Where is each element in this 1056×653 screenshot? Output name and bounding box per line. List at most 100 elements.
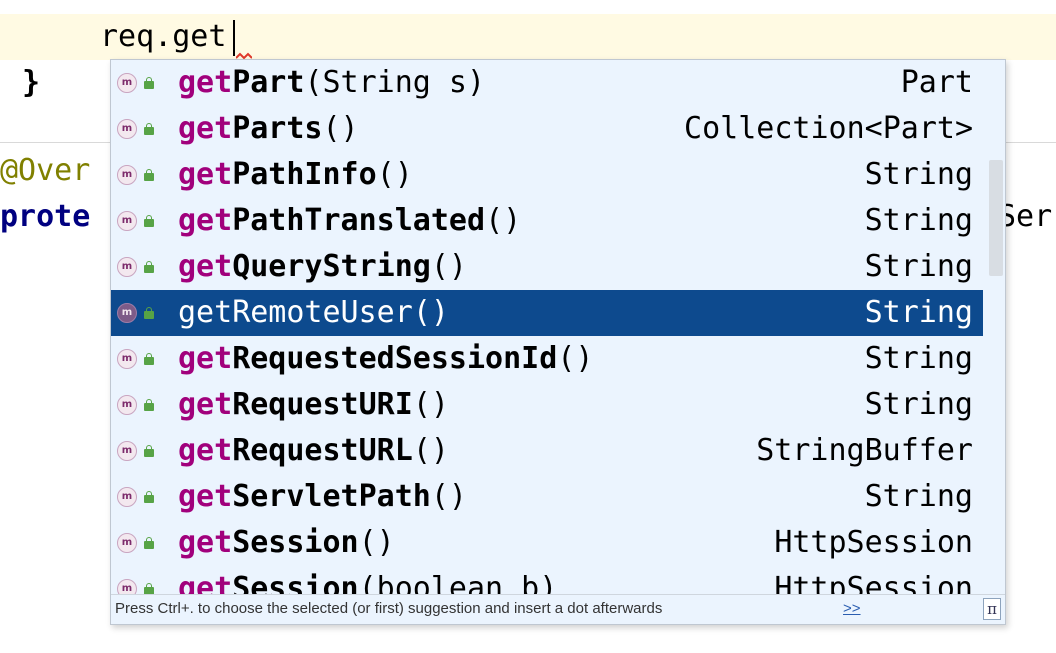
method-icon: m	[117, 395, 137, 415]
method-icon: m	[117, 441, 137, 461]
method-params: ()	[485, 203, 522, 238]
method-icon: m	[117, 349, 137, 369]
method-icon: m	[117, 165, 137, 185]
public-lock-icon	[144, 215, 154, 227]
method-params: ()	[412, 433, 449, 468]
completion-item-name: getRemoteUser()	[178, 290, 449, 336]
completion-item[interactable]: m getRequestURI() String	[111, 382, 983, 428]
method-name-rest: Part	[232, 65, 305, 100]
return-type: String	[864, 341, 973, 376]
public-lock-icon	[144, 537, 154, 549]
completion-item[interactable]: m getSession(boolean b) HttpSession	[111, 566, 983, 594]
matched-prefix: get	[178, 433, 233, 468]
return-type: HttpSession	[774, 525, 973, 560]
method-params: ()	[322, 111, 359, 146]
matched-prefix: get	[178, 203, 233, 238]
return-type: StringBuffer	[756, 433, 973, 468]
method-params: ()	[557, 341, 594, 376]
footer-hint-text: Press Ctrl+. to choose the selected (or …	[115, 600, 663, 617]
public-lock-icon	[144, 307, 154, 319]
matched-prefix: get	[178, 65, 233, 100]
matched-prefix: get	[178, 525, 233, 560]
completion-footer: Press Ctrl+. to choose the selected (or …	[111, 594, 1005, 624]
completion-item-name: getSession()	[178, 520, 395, 566]
public-lock-icon	[144, 169, 154, 181]
return-type: String	[864, 387, 973, 422]
method-icon: m	[117, 211, 137, 231]
completion-item-name: getSession(boolean b)	[178, 566, 557, 594]
completion-item-name: getPathTranslated()	[178, 198, 521, 244]
method-name-rest: ServletPath	[232, 479, 431, 514]
method-name-rest: Session	[232, 571, 359, 594]
completion-item[interactable]: m getRequestURL() StringBuffer	[111, 428, 983, 474]
method-params: ()	[358, 525, 395, 560]
return-type: String	[864, 157, 973, 192]
completion-item[interactable]: m getServletPath() String	[111, 474, 983, 520]
method-name-rest: RequestURI	[232, 387, 413, 422]
method-params: ()	[412, 295, 449, 330]
return-type: Collection<Part>	[684, 111, 973, 146]
matched-prefix: get	[178, 249, 233, 284]
completion-item[interactable]: m getSession() HttpSession	[111, 520, 983, 566]
pi-icon[interactable]: π	[983, 598, 1001, 620]
return-type: String	[864, 249, 973, 284]
public-lock-icon	[144, 445, 154, 457]
annotation-text: @Over	[0, 153, 91, 188]
method-name-rest: RemoteUser	[232, 295, 413, 330]
completion-item-name: getRequestURI()	[178, 382, 449, 428]
method-params: ()	[430, 479, 467, 514]
method-name-rest: PathInfo	[232, 157, 377, 192]
completion-item-name: getPathInfo()	[178, 152, 413, 198]
method-params: ()	[412, 387, 449, 422]
method-icon: m	[117, 303, 137, 323]
public-lock-icon	[144, 353, 154, 365]
completion-item[interactable]: m getRemoteUser() String	[111, 290, 983, 336]
method-icon: m	[117, 487, 137, 507]
completion-item-name: getPart(String s)	[178, 60, 485, 106]
completion-item-name: getRequestURL()	[178, 428, 449, 474]
method-params: (String s)	[304, 65, 486, 100]
scrollbar-thumb[interactable]	[989, 160, 1003, 276]
return-type: String	[864, 203, 973, 238]
matched-prefix: get	[178, 479, 233, 514]
method-name-rest: PathTranslated	[232, 203, 486, 238]
public-lock-icon	[144, 583, 154, 594]
completion-item-name: getServletPath()	[178, 474, 467, 520]
error-squiggle	[236, 52, 252, 60]
return-type: String	[864, 295, 973, 330]
current-line-text: req.get	[100, 19, 227, 54]
completion-item[interactable]: m getPathTranslated() String	[111, 198, 983, 244]
completion-item-name: getQueryString()	[178, 244, 467, 290]
matched-prefix: get	[178, 295, 233, 330]
method-params: (boolean b)	[358, 571, 558, 594]
public-lock-icon	[144, 399, 154, 411]
public-lock-icon	[144, 261, 154, 273]
completion-scrollbar[interactable]	[985, 60, 1005, 594]
text-caret	[233, 20, 235, 56]
closing-brace: }	[22, 65, 41, 100]
matched-prefix: get	[178, 571, 233, 594]
current-code-line[interactable]: req.get	[0, 14, 1056, 60]
method-declaration-start: prote	[0, 199, 91, 234]
method-name-rest: Parts	[232, 111, 323, 146]
method-params: ()	[376, 157, 413, 192]
footer-more-link[interactable]: >>	[843, 600, 861, 617]
method-icon: m	[117, 533, 137, 553]
return-type: Part	[900, 65, 973, 100]
method-name-rest: QueryString	[232, 249, 431, 284]
method-icon: m	[117, 579, 137, 594]
return-type: HttpSession	[774, 571, 973, 594]
method-name-rest: RequestedSessionId	[232, 341, 558, 376]
matched-prefix: get	[178, 387, 233, 422]
method-icon: m	[117, 73, 137, 93]
public-lock-icon	[144, 123, 154, 135]
completion-item[interactable]: m getPathInfo() String	[111, 152, 983, 198]
return-type: String	[864, 479, 973, 514]
completion-item-name: getParts()	[178, 106, 359, 152]
